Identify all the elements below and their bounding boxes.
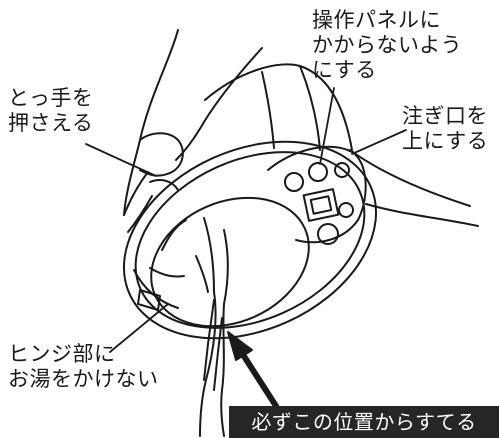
label-spout-line-1: 注ぎ口を: [402, 104, 488, 128]
label-panel-line-1: 操作パネルに: [312, 8, 441, 32]
label-panel-line-3: にする: [312, 58, 377, 82]
label-hinge-line-2: お湯をかけない: [8, 367, 159, 391]
pot-body: [122, 63, 378, 340]
water-stream-icon: [195, 217, 229, 437]
label-hinge: ヒンジ部に お湯をかけない: [8, 342, 159, 392]
label-spout-line-2: 上にする: [402, 129, 489, 153]
label-handle-line-1: とっ手を: [8, 86, 94, 110]
label-panel-line-2: かからないよう: [312, 33, 463, 57]
label-handle: とっ手を 押さえる: [8, 86, 93, 136]
control-panel: [267, 145, 367, 245]
hand-icon: [123, 29, 479, 233]
label-hinge-line-1: ヒンジ部に: [8, 342, 116, 366]
leader-lines: [85, 87, 407, 353]
arrow-icon: [227, 331, 279, 409]
label-handle-line-2: 押さえる: [8, 111, 94, 135]
label-panel: 操作パネルに かからないよう にする: [312, 8, 462, 83]
dump-position-callout: 必ずこの位置からすてる: [229, 406, 499, 438]
label-spout: 注ぎ口を 上にする: [402, 104, 488, 154]
